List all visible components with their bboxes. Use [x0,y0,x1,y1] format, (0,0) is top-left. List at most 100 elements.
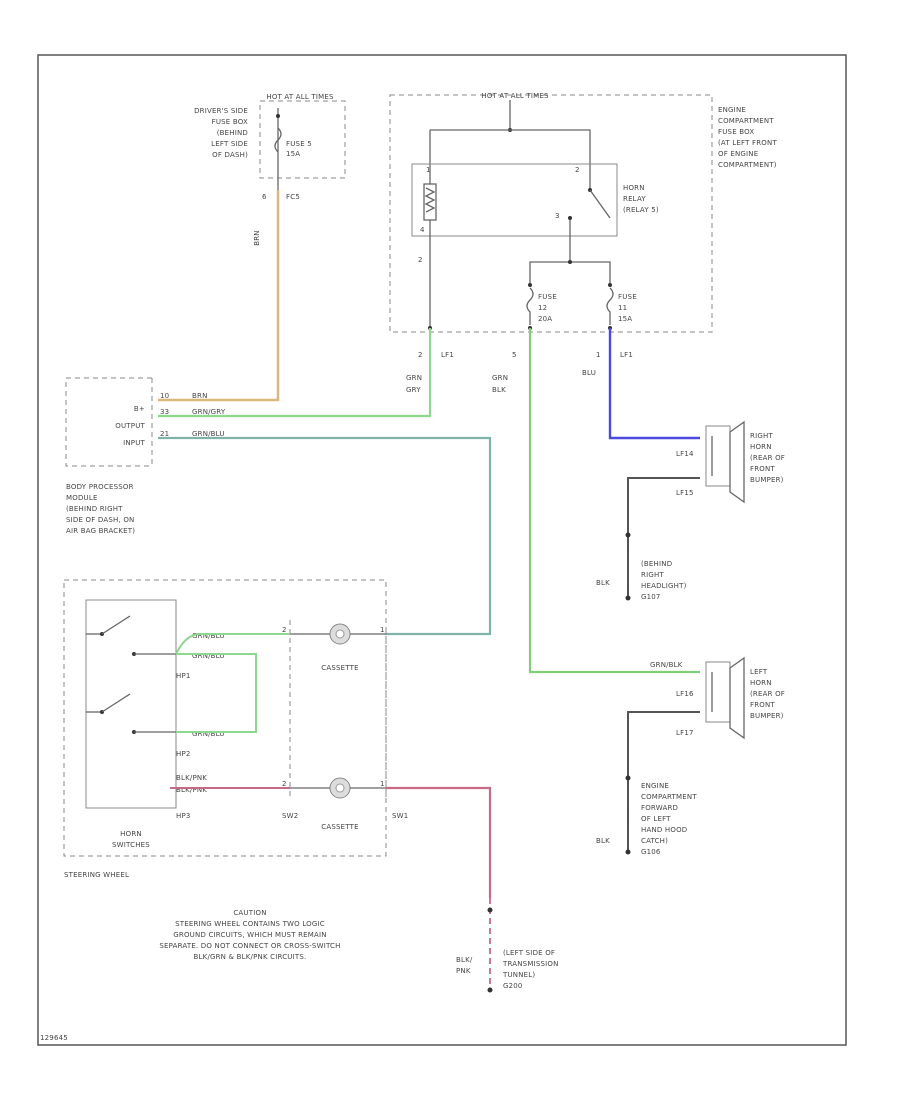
svg-text:BRN: BRN [253,230,261,246]
svg-text:FUSE: FUSE [618,293,637,301]
svg-text:GRY: GRY [406,386,421,394]
engine-pin-labels: 2 LF1 GRN GRY 5 GRN BLK 1 LF1 BLU [406,351,633,394]
conn-sw1: SW1 [392,812,408,820]
left-horn: LEFT HORN (REAR OF FRONT BUMPER) GRN/BLK… [650,656,785,740]
svg-text:CAUTION: CAUTION [233,909,266,917]
svg-text:SEPARATE. DO NOT CONNECT OR CR: SEPARATE. DO NOT CONNECT OR CROSS-SWITCH [159,942,340,950]
svg-text:BLK/: BLK/ [456,956,473,964]
engine-fuse-box: HOT AT ALL TIMES ENGINE COMPARTMENT FUSE… [389,92,777,333]
svg-text:LF16: LF16 [676,690,694,698]
svg-text:1: 1 [380,780,385,788]
svg-text:G107: G107 [641,593,661,601]
driver-fuse-label: FUSE 5 [286,140,312,148]
steering-wheel-assembly: HP1 HP2 HP3 GRN/BLU GRN/BLU GRN/BLU BLK/… [63,579,408,879]
svg-text:GRN/BLU: GRN/BLU [192,632,225,640]
svg-text:CASSETTE: CASSETTE [321,664,358,672]
wire-brn [158,190,280,402]
svg-text:10: 10 [160,392,169,400]
body-processor-module: B+ OUTPUT INPUT 10 33 21 BRN GRN/GRY GRN… [65,377,226,535]
svg-text:4: 4 [420,226,425,234]
svg-text:LF15: LF15 [676,489,694,497]
svg-text:STEERING WHEEL CONTAINS TWO LO: STEERING WHEEL CONTAINS TWO LOGIC [175,920,325,928]
bpm-description: BODY PROCESSOR [66,483,134,491]
steering-wheel-title: STEERING WHEEL [64,871,129,879]
svg-text:BUMPER): BUMPER) [750,712,784,720]
svg-text:GRN/GRY: GRN/GRY [192,408,226,416]
svg-text:BLK: BLK [596,579,610,587]
svg-text:OF DASH): OF DASH) [212,151,248,159]
svg-text:FRONT: FRONT [750,701,775,709]
svg-text:G106: G106 [641,848,661,856]
horn-relay-label: HORN [623,184,645,192]
wire-blk-pnk-out [386,786,492,898]
svg-text:HORN: HORN [750,443,772,451]
svg-text:FUSE: FUSE [538,293,557,301]
svg-text:(LEFT SIDE OF: (LEFT SIDE OF [503,949,555,957]
right-horn: RIGHT HORN (REAR OF FRONT BUMPER) LF14 L… [676,420,785,504]
svg-text:HORN: HORN [750,679,772,687]
svg-text:2: 2 [282,626,287,634]
svg-text:BLK: BLK [596,837,610,845]
svg-text:(BEHIND RIGHT: (BEHIND RIGHT [66,505,123,513]
svg-text:GRN/BLU: GRN/BLU [192,652,225,660]
svg-text:GRN/BLU: GRN/BLU [192,430,225,438]
svg-text:OF ENGINE: OF ENGINE [718,150,758,158]
caution-note: CAUTION STEERING WHEEL CONTAINS TWO LOGI… [159,909,340,961]
wire-grn-blk [528,328,700,674]
svg-text:2: 2 [418,351,423,359]
svg-text:(BEHIND: (BEHIND [641,560,672,568]
svg-text:OUTPUT: OUTPUT [115,422,145,430]
svg-text:TUNNEL): TUNNEL) [502,971,535,979]
svg-text:6: 6 [262,193,267,201]
svg-text:15A: 15A [286,150,300,158]
svg-text:INPUT: INPUT [123,439,145,447]
svg-text:CATCH): CATCH) [641,837,668,845]
svg-text:1: 1 [596,351,601,359]
svg-text:FC5: FC5 [286,193,300,201]
wire-grn-blu-hp1 [175,633,290,655]
svg-text:SWITCHES: SWITCHES [112,841,150,849]
svg-text:FRONT: FRONT [750,465,775,473]
svg-text:DRIVER'S SIDE: DRIVER'S SIDE [194,107,248,115]
svg-text:OF LEFT: OF LEFT [641,815,671,823]
svg-text:ENGINE: ENGINE [718,106,746,114]
svg-text:33: 33 [160,408,169,416]
svg-text:3: 3 [555,212,560,220]
svg-text:AIR BAG BRACKET): AIR BAG BRACKET) [66,527,135,535]
svg-text:(AT LEFT FRONT: (AT LEFT FRONT [718,139,777,147]
svg-text:LEFT SIDE: LEFT SIDE [211,140,248,148]
engine-fuse-title: HOT AT ALL TIMES [481,92,549,100]
conn-sw2: SW2 [282,812,298,820]
svg-text:FUSE BOX: FUSE BOX [718,128,754,136]
svg-text:BLK: BLK [492,386,506,394]
svg-text:CASSETTE: CASSETTE [321,823,358,831]
svg-text:1: 1 [380,626,385,634]
driver-fuse-title: HOT AT ALL TIMES [266,93,334,101]
wire-blu [608,328,700,440]
svg-text:2: 2 [418,256,423,264]
svg-text:(BEHIND: (BEHIND [217,129,248,137]
conn-hp2: HP2 [176,750,191,758]
driver-fuse-box: HOT AT ALL TIMES DRIVER'S SIDE FUSE BOX … [194,93,346,246]
svg-text:LF17: LF17 [676,729,694,737]
wire-grn-gry [158,328,432,418]
svg-text:HEADLIGHT): HEADLIGHT) [641,582,687,590]
svg-text:BUMPER): BUMPER) [750,476,784,484]
svg-text:GRN: GRN [406,374,422,382]
svg-text:(REAR OF: (REAR OF [750,690,785,698]
svg-text:SIDE OF DASH, ON: SIDE OF DASH, ON [66,516,134,524]
diagram-frame [37,54,847,1046]
svg-text:HAND HOOD: HAND HOOD [641,826,687,834]
svg-text:1: 1 [426,166,431,174]
svg-text:2: 2 [575,166,580,174]
svg-text:11: 11 [618,304,627,312]
svg-text:BLK/PNK: BLK/PNK [176,786,207,794]
ground-g200: BLK/ PNK (LEFT SIDE OF TRANSMISSION TUNN… [456,949,558,990]
svg-text:LEFT: LEFT [750,668,768,676]
conn-hp1: HP1 [176,672,191,680]
wire-left-horn-gnd [627,711,700,852]
svg-text:LF1: LF1 [620,351,633,359]
svg-text:BLU: BLU [582,369,596,377]
svg-text:LF1: LF1 [441,351,454,359]
